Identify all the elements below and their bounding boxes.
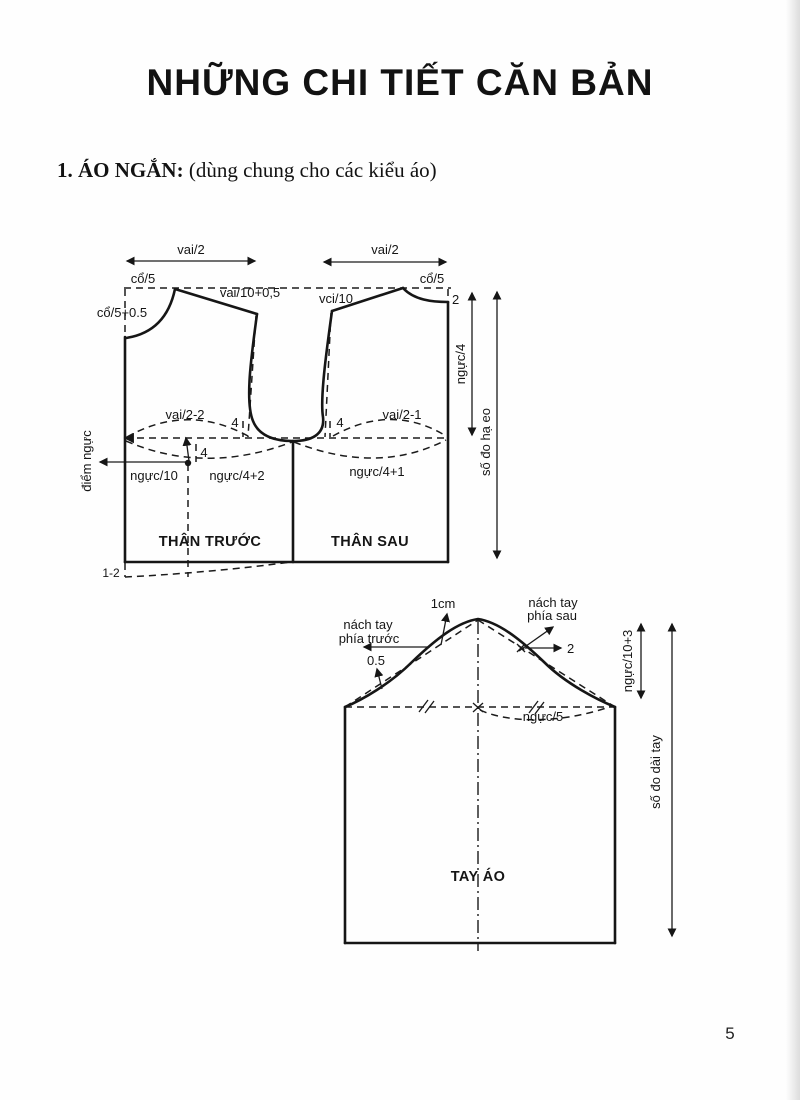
label-vai2-1: vai/2-1 xyxy=(382,407,421,422)
sleeve-diagram: 1cm nách tay phía trước nách tay phía sa… xyxy=(339,595,677,951)
label-vai2-left: vai/2 xyxy=(177,242,204,257)
label-nach-truoc-2: phía trước xyxy=(339,631,400,646)
bodice-dimension-arrows xyxy=(98,256,502,560)
label-nguc10-3: ngực/10+3 xyxy=(620,630,635,693)
label-four-front: 4 xyxy=(231,415,238,430)
sleeve-labels: 1cm nách tay phía trước nách tay phía sa… xyxy=(339,595,663,885)
notch-marks xyxy=(418,643,545,715)
label-diem-nguc: điểm ngực xyxy=(79,430,94,492)
sleeve-dimension-arrows xyxy=(362,612,677,938)
label-nguc4-2: ngực/4+2 xyxy=(209,468,264,483)
label-so-do-dai-tay: số đo dài tay xyxy=(648,735,663,809)
label-nguc10: ngực/10 xyxy=(130,468,178,483)
pattern-diagrams: vai/2 vai/2 cổ/5 cổ/5 cổ/5+0.5 vai/10+0,… xyxy=(79,242,677,951)
label-than-truoc: THÂN TRƯỚC xyxy=(159,532,262,550)
label-co5-right: cổ/5 xyxy=(420,271,445,286)
label-nach-sau-1: nách tay xyxy=(528,595,578,610)
bodice-labels: vai/2 vai/2 cổ/5 cổ/5 cổ/5+0.5 vai/10+0,… xyxy=(79,242,493,580)
label-nguc4: ngực/4 xyxy=(453,344,468,385)
section-heading: 1. ÁO NGẮN: (dùng chung cho các kiểu áo) xyxy=(57,158,757,183)
label-nach-sau-2: phía sau xyxy=(527,608,577,623)
label-half: 0.5 xyxy=(367,653,385,668)
label-co5-left: cổ/5 xyxy=(131,271,156,286)
label-co5-plus: cổ/5+0.5 xyxy=(97,305,147,320)
label-one-two: 1-2 xyxy=(102,566,120,580)
label-nach-truoc-1: nách tay xyxy=(343,617,393,632)
label-two: 2 xyxy=(567,641,574,656)
label-four-dart: 4 xyxy=(200,445,207,460)
section-heading-number: 1. ÁO NGẮN: xyxy=(57,158,184,182)
bust-point-dot xyxy=(184,459,192,467)
label-than-sau: THÂN SAU xyxy=(331,532,409,550)
label-nguc5: ngực/5 xyxy=(523,709,564,724)
page-title: NHỮNG CHI TIẾT CĂN BẢN xyxy=(146,62,654,103)
label-1cm: 1cm xyxy=(431,596,456,611)
label-four-back: 4 xyxy=(336,415,343,430)
label-vai10: vci/10 xyxy=(319,291,353,306)
label-vai2-right: vai/2 xyxy=(371,242,398,257)
section-heading-note: (dùng chung cho các kiểu áo) xyxy=(183,158,437,182)
label-back-neck-2: 2 xyxy=(452,292,459,307)
bodice-diagram: vai/2 vai/2 cổ/5 cổ/5 cổ/5+0.5 vai/10+0,… xyxy=(79,242,502,580)
page-number: 5 xyxy=(725,1024,735,1043)
label-nguc4-1: ngực/4+1 xyxy=(349,464,404,479)
sleeve-outline xyxy=(343,617,617,945)
bodice-outline xyxy=(123,286,450,564)
bodice-construction-lines xyxy=(123,287,451,578)
label-tay-ao: TAY ÁO xyxy=(451,868,506,885)
label-vai2-2: vai/2-2 xyxy=(165,407,204,422)
sleeve-construction-lines xyxy=(344,619,616,951)
label-so-do-ha-eo: số đo hạ eo xyxy=(478,408,493,476)
label-vai10-plus: vai/10+0,5 xyxy=(220,285,280,300)
